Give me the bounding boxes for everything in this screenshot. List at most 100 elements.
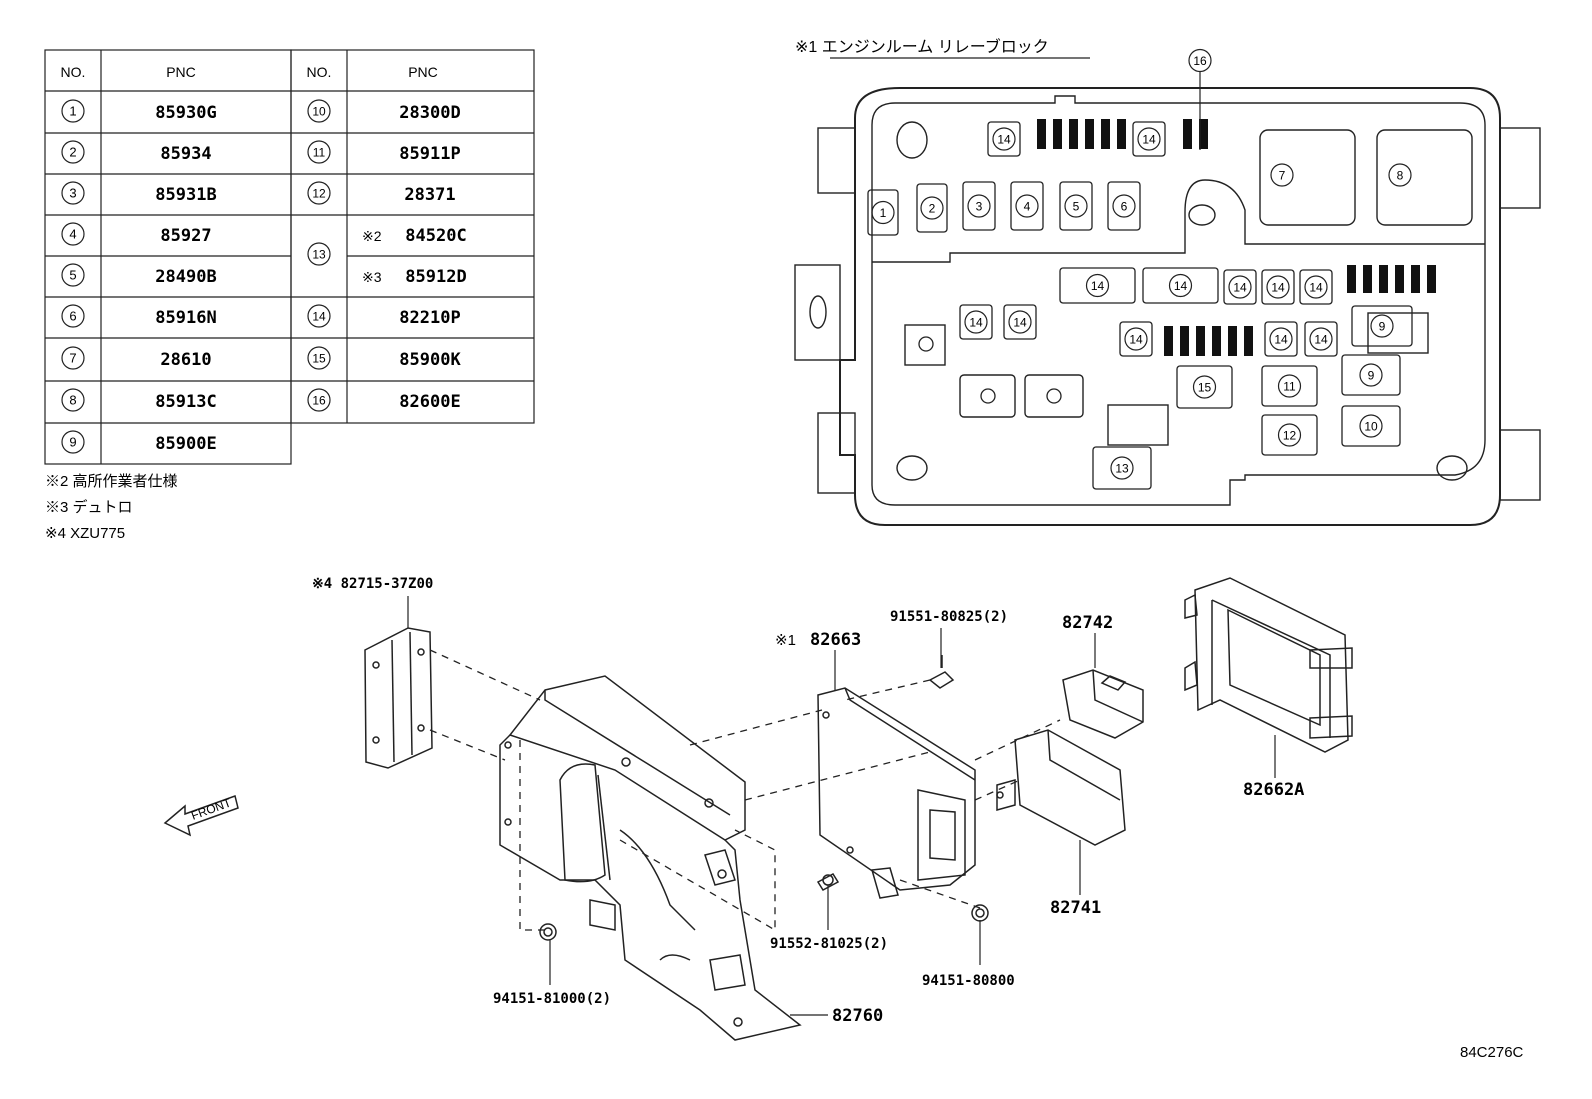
- relay-slot-box-4: [1059, 181, 1093, 231]
- relay-slot-24: 14: [1269, 327, 1293, 351]
- relay-slot-box-24: [1264, 321, 1298, 357]
- table-left-row-1-no-number: 2: [69, 145, 76, 160]
- relay-slot-box-5: [1107, 181, 1141, 231]
- table-right-row-2-pnc: 28371: [404, 185, 455, 205]
- relay-slot-14: 14: [992, 127, 1016, 151]
- relay-slot-25: 14: [1309, 327, 1333, 351]
- relay-slot-box-18: [1223, 269, 1257, 305]
- relay-slot-11: 11: [1277, 374, 1302, 398]
- table-left-row-3-pnc: 85927: [160, 226, 211, 246]
- relay-slot-box-23: [1119, 321, 1153, 357]
- table-left-row-3-no: 4: [61, 222, 85, 246]
- table-right-row-0-no: 10: [307, 99, 331, 123]
- relay-slot-8-number: 9: [1379, 319, 1386, 333]
- relay-slot-1: 2: [920, 196, 944, 220]
- relay-slot-12: 12: [1277, 423, 1302, 447]
- label-bracket-ref: ※4 82715-37Z00: [312, 576, 433, 592]
- fuse-strips: [1037, 119, 1436, 356]
- relay-slot-8: 9: [1370, 314, 1394, 338]
- relay-slot-box-10: [1341, 405, 1401, 447]
- table-right-row-4-no-number: 14: [312, 309, 326, 323]
- relay-slot-box-13: [1092, 446, 1152, 490]
- label-nut-left: 94151-81000(2): [493, 991, 611, 1007]
- parts-table: [44, 49, 535, 465]
- table-left-row-2-no-number: 3: [69, 186, 76, 201]
- table-right-row-5-no: 15: [307, 346, 331, 370]
- label-bracket-main: 82760: [832, 1006, 883, 1026]
- relay-slot-box-21: [959, 304, 993, 340]
- relay-slot-box-2: [962, 181, 996, 231]
- label-relay-upper: 82742: [1062, 613, 1113, 633]
- relay-slot-4: 5: [1064, 194, 1088, 218]
- relay-slot-10: 10: [1359, 414, 1383, 438]
- relay-slot-26-number: 15: [1198, 380, 1212, 394]
- leader-lines: [407, 596, 1276, 1016]
- relay-slot-21: 14: [964, 310, 988, 334]
- table-left-row-6-pnc: 28610: [160, 350, 211, 370]
- relay-slot-19-number: 14: [1271, 280, 1285, 294]
- relay-slot-box-16: [1059, 267, 1136, 304]
- relay-slot-box-14: [987, 121, 1021, 157]
- table-left-row-5-no-number: 6: [69, 309, 76, 324]
- front-arrow-icon: [163, 795, 239, 837]
- footnote-0: ※2 高所作業者仕様: [45, 473, 178, 490]
- relay-slot-box-1: [916, 183, 948, 233]
- table-header-0: NO.: [61, 64, 86, 80]
- relay-slot-box-0: [867, 189, 899, 236]
- table-right-row-3-mark-1: ※3: [362, 269, 382, 285]
- table-right-row-6-no: 16: [307, 388, 331, 412]
- relay-slot-5: 6: [1112, 194, 1136, 218]
- table-right-row-4-pnc: 82210P: [399, 308, 460, 328]
- relay-slot-1-number: 2: [929, 201, 936, 215]
- relay-slot-0: 1: [871, 200, 895, 225]
- relay-slot-box-22: [1003, 304, 1037, 340]
- relay-slot-7: 8: [1388, 163, 1412, 187]
- table-right-row-0-pnc: 28300D: [399, 103, 460, 123]
- footnote-1: ※3 デュトロ: [45, 498, 133, 516]
- relay-slot-box-11: [1261, 365, 1318, 407]
- table-right-row-6-no-number: 16: [312, 393, 326, 407]
- relay-slot-0-number: 1: [880, 206, 887, 220]
- table-right-row-1-pnc: 85911P: [399, 144, 460, 164]
- table-left-row-7-pnc: 85913C: [155, 392, 216, 412]
- assembly-lines: [429, 649, 1061, 932]
- relay-slot-box-12: [1261, 414, 1318, 456]
- relay-slot-23: 14: [1124, 327, 1148, 351]
- table-right-row-3-pnc-1: 85912D: [405, 267, 466, 287]
- footnotes: ※2 高所作業者仕様※3 デュトロ※4 XZU775: [45, 473, 178, 542]
- table-header-3: PNC: [408, 64, 438, 80]
- relay-slot-27: 16: [1188, 48, 1212, 73]
- relay-slot-16: 14: [1085, 273, 1110, 298]
- table-left-row-4-no-number: 5: [69, 268, 76, 283]
- table-left-row-3-no-number: 4: [69, 227, 76, 242]
- table-right-row-1-no-number: 11: [313, 145, 326, 159]
- table-right-row-3-no-number: 13: [312, 247, 326, 261]
- table-right-row-2-no-number: 12: [312, 186, 326, 200]
- table-left-row-1-no: 2: [61, 140, 85, 164]
- label-block-ref: 82663: [810, 630, 861, 650]
- relay-slot-27-number: 16: [1193, 54, 1207, 68]
- relay-slot-6-number: 7: [1279, 168, 1286, 182]
- diagram-id: 84C276C: [1460, 1044, 1524, 1061]
- table-right-row-5-pnc: 85900K: [399, 350, 461, 370]
- table-right-row-6-pnc: 82600E: [399, 392, 460, 412]
- relay-slot-22: 14: [1008, 310, 1032, 334]
- relay-slot-3-number: 4: [1024, 199, 1031, 213]
- relay-slot-box-26: [1176, 365, 1233, 409]
- table-left-row-6-no: 7: [61, 346, 85, 370]
- table-right-row-5-no-number: 15: [312, 351, 326, 365]
- relay-slot-15: 14: [1137, 127, 1161, 151]
- table-left-row-4-no: 5: [61, 263, 85, 287]
- relay-slot-14-number: 14: [997, 132, 1011, 146]
- table-right-row-3-mark-0: ※2: [362, 228, 382, 244]
- table-right-row-3-no: 13: [307, 242, 331, 266]
- relay-slot-box-9: [1341, 354, 1401, 396]
- table-left-row-8-no-number: 9: [69, 435, 76, 450]
- relay-slot-7-number: 8: [1397, 168, 1404, 182]
- relay-slot-22-number: 14: [1013, 315, 1027, 329]
- table-left-row-2-no: 3: [61, 181, 85, 205]
- label-bolt-bottom: 91552-81025(2): [770, 936, 888, 952]
- relay-slot-25-number: 14: [1314, 332, 1328, 346]
- relay-slot-2: 3: [967, 194, 991, 218]
